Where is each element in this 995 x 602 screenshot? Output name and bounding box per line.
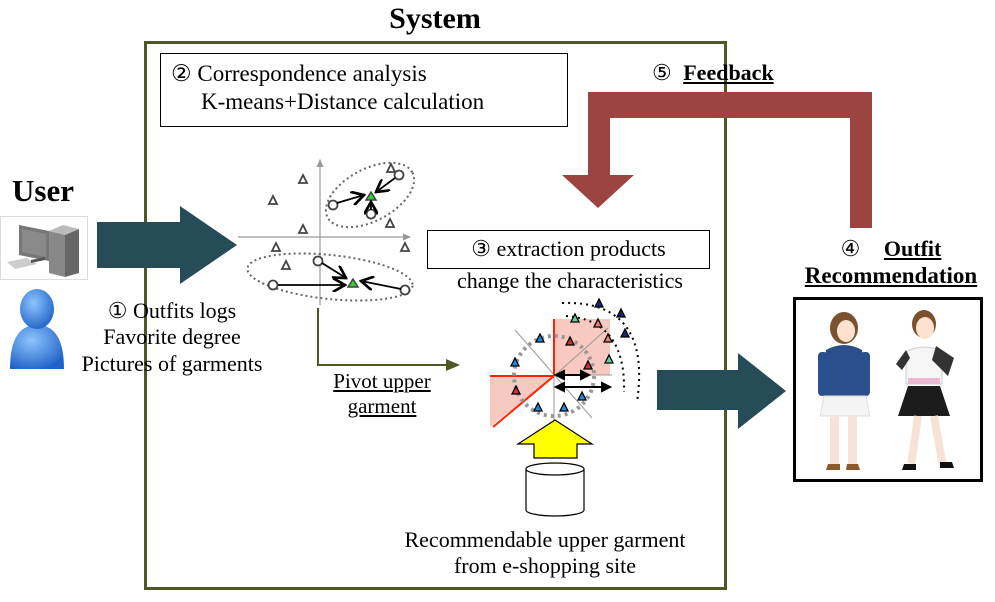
point-triangle	[385, 161, 397, 173]
product-triangle	[602, 332, 614, 343]
point-triangle	[267, 193, 279, 205]
cluster-ellipse-lower	[246, 252, 414, 302]
step4-line2: Recommendation	[804, 263, 978, 289]
step3-line2: change the characteristics	[457, 268, 683, 293]
pivot-axis	[492, 375, 555, 428]
computer-icon	[0, 216, 88, 280]
point-circle	[399, 284, 411, 296]
step2-box: ② Correspondence analysis K-means+Distan…	[160, 53, 568, 127]
step2-line1: ② Correspondence analysis	[171, 61, 427, 86]
product-triangle	[619, 327, 631, 338]
product-triangle	[569, 312, 581, 323]
product-triangle	[593, 297, 605, 308]
point-circle	[312, 255, 324, 267]
feedback-label: ⑤ Feedback	[652, 60, 774, 86]
point-circle	[267, 279, 279, 291]
point-triangle	[384, 216, 396, 228]
step3-boxed: ③ extraction products	[471, 236, 666, 261]
product-triangle	[534, 332, 546, 343]
pivot-label: Pivot upper garment	[312, 369, 452, 419]
pivot-line2: garment	[347, 394, 417, 419]
similarity-ring	[512, 334, 596, 418]
user-input-line2: Favorite degree	[103, 324, 241, 350]
user-title: User	[12, 173, 74, 208]
user-icon	[8, 285, 66, 371]
product-triangle	[582, 359, 594, 370]
product-triangle	[592, 317, 604, 328]
outfit-model-2	[896, 310, 954, 470]
step2-line2: K-means+Distance calculation	[201, 88, 485, 114]
centroid-upper	[364, 190, 378, 201]
source-line1: Recommendable upper garment	[404, 527, 686, 552]
product-triangle	[558, 401, 570, 412]
outfit-image	[793, 297, 983, 482]
point-triangle	[297, 172, 309, 184]
product-triangle	[564, 335, 576, 346]
cluster-ellipse-upper	[324, 161, 416, 229]
user-inputs: ① Outfits logs Favorite degree Pictures …	[60, 298, 284, 377]
step3-box: ③ extraction products	[427, 230, 710, 269]
step4-number: ④	[840, 236, 861, 261]
feedback-number: ⑤	[652, 60, 672, 85]
centroid-lower	[346, 277, 360, 288]
source-line2: from e-shopping site	[453, 553, 637, 579]
product-triangle	[603, 353, 615, 364]
point-triangle	[280, 258, 292, 270]
system-frame	[144, 41, 727, 590]
product-triangle	[576, 390, 588, 401]
pivot-line1: Pivot upper	[333, 369, 431, 393]
point-triangle	[399, 240, 411, 252]
pivot-connector	[317, 308, 460, 371]
product-triangle	[510, 384, 522, 395]
boundary-arc	[561, 301, 641, 403]
source-arrow	[515, 419, 595, 459]
product-triangle	[615, 307, 627, 318]
step4-label: ④ Outfit Recommendation	[786, 236, 995, 290]
point-triangle	[270, 240, 282, 252]
point-circle	[393, 169, 405, 181]
product-triangle	[532, 401, 544, 412]
system-title: System	[389, 2, 481, 35]
user-input-line1: ① Outfits logs	[107, 298, 237, 323]
point-triangle	[297, 222, 309, 234]
outfit-model-1	[818, 312, 871, 470]
feedback-text: Feedback	[683, 60, 774, 85]
step4-line1: Outfit	[883, 236, 942, 261]
product-triangle	[509, 356, 521, 367]
user-input-line3: Pictures of garments	[81, 350, 263, 376]
database-icon	[525, 462, 585, 517]
point-circle	[327, 199, 339, 211]
source-label: Recommendable upper garment from e-shopp…	[360, 527, 730, 580]
